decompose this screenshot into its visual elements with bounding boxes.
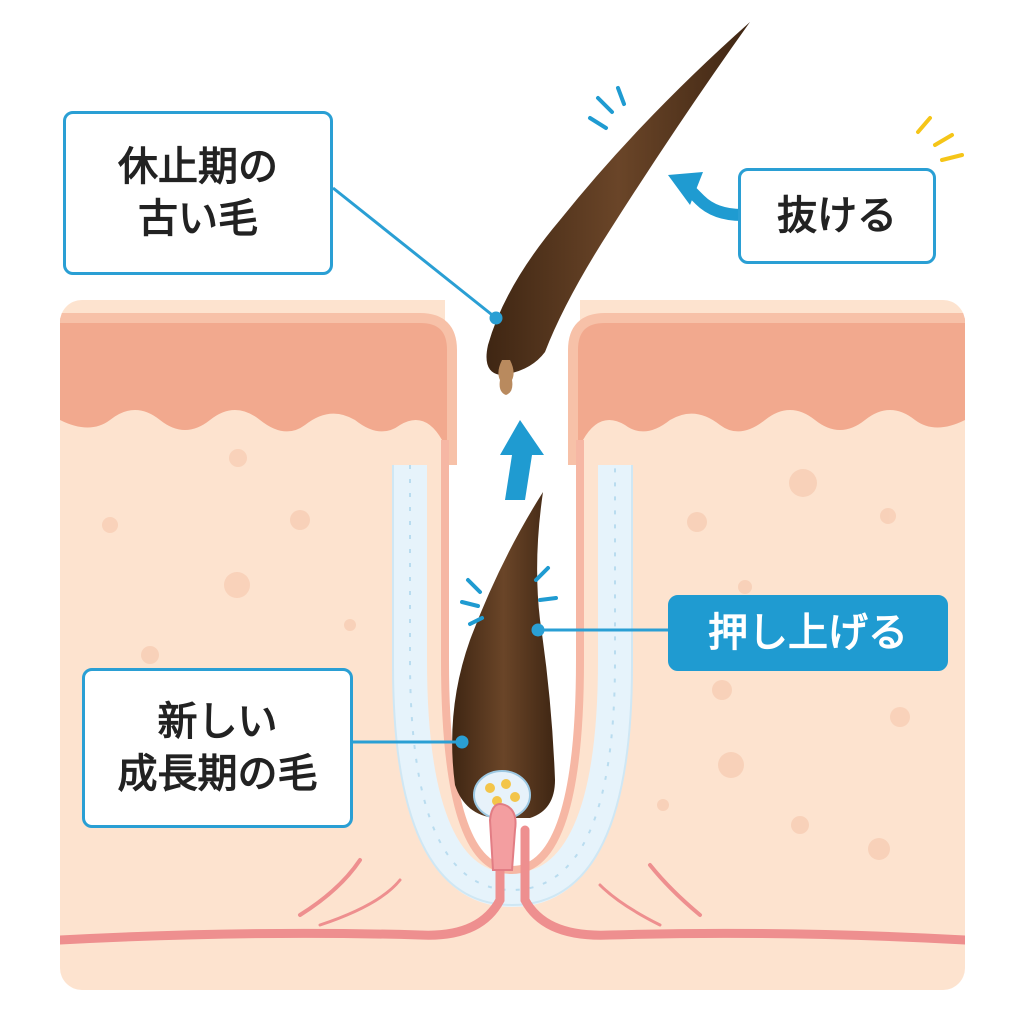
label-new-hair-line1: 新しい bbox=[157, 699, 278, 745]
label-old-hair-line1: 休止期の bbox=[118, 144, 278, 190]
label-old-hair: 休止期の 古い毛 bbox=[63, 111, 333, 275]
label-push-up-text: 押し上げる bbox=[708, 610, 908, 656]
sparkle-icon bbox=[916, 116, 964, 162]
leader-lines bbox=[332, 186, 668, 749]
new-hair bbox=[452, 492, 555, 871]
label-falls-out-text: 抜ける bbox=[777, 193, 897, 239]
label-push-up: 押し上げる bbox=[668, 595, 948, 671]
old-hair bbox=[486, 22, 750, 395]
label-old-hair-line2: 古い毛 bbox=[138, 196, 258, 242]
blood-vessel bbox=[60, 825, 965, 945]
root-sheath bbox=[393, 465, 632, 908]
curved-arrow-icon bbox=[668, 172, 748, 221]
epidermis-right bbox=[573, 318, 965, 465]
label-falls-out: 抜ける bbox=[738, 168, 936, 264]
epidermis-left bbox=[60, 318, 452, 465]
label-new-hair: 新しい 成長期の毛 bbox=[82, 668, 353, 828]
motion-sparks-icon bbox=[460, 86, 626, 626]
label-new-hair-line2: 成長期の毛 bbox=[117, 751, 318, 797]
arrow-up-icon bbox=[500, 420, 544, 500]
